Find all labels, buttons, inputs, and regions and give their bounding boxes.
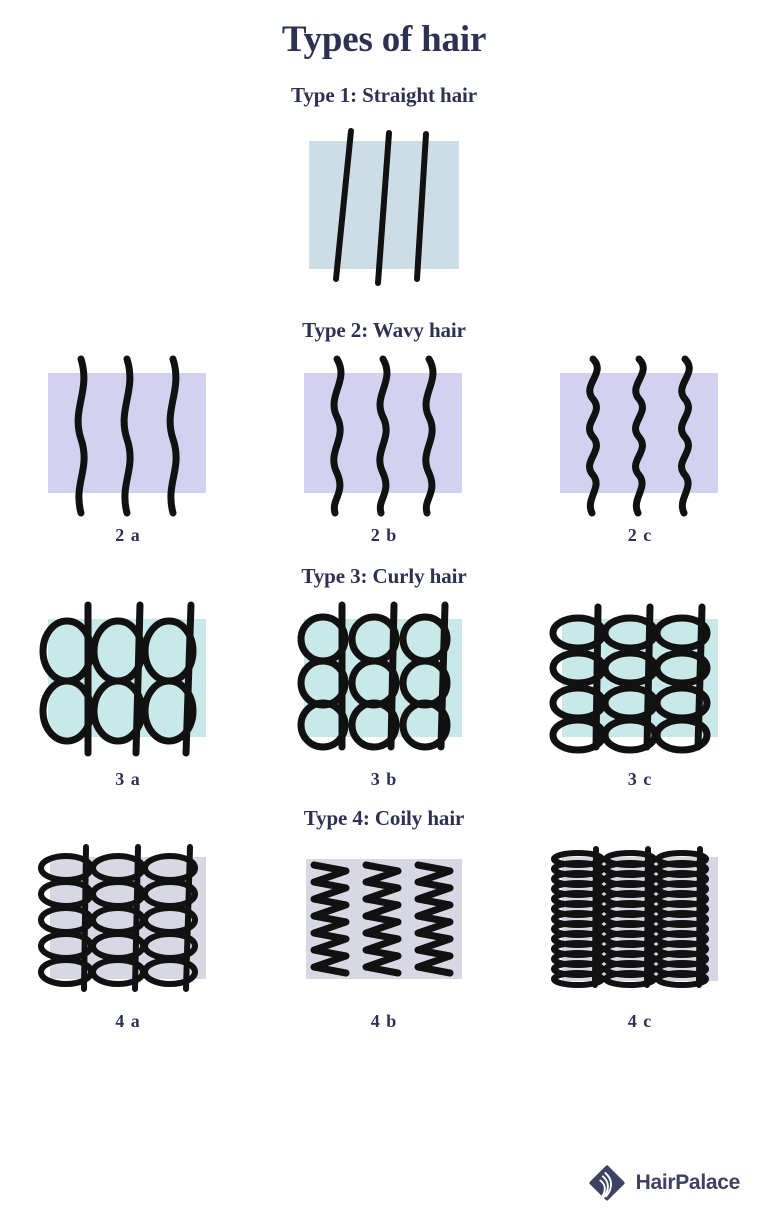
- figure-caption-2b: 2 b: [370, 525, 398, 545]
- curly-hair-svg-3c: [549, 603, 718, 754]
- section-heading-type-4: Type 4: Coily hair: [303, 806, 465, 830]
- figure-caption-3a: 3 a: [115, 769, 141, 789]
- hair-illustration-4a: [28, 837, 228, 1007]
- strand: [678, 355, 693, 517]
- strand-group: [39, 601, 197, 757]
- figure-cell-4b: 4 b: [256, 837, 512, 1032]
- figure-cell-2c: 2 c: [512, 351, 768, 546]
- page-title: Types of hair: [281, 19, 487, 60]
- strand-group: [330, 355, 437, 517]
- figure-caption-2a: 2 a: [115, 525, 141, 545]
- hair-illustration-3a: [28, 595, 228, 765]
- swatch-bg: [304, 619, 462, 737]
- strand-group: [586, 355, 693, 517]
- hair-illustration-2b: [284, 351, 484, 521]
- coily-hair-svg-4c: [551, 846, 718, 988]
- strand-group: [310, 861, 454, 977]
- figure-cell-4c: 4 c: [512, 837, 768, 1032]
- hair-illustration-2c: [540, 351, 740, 521]
- strand: [74, 355, 88, 517]
- strand: [422, 355, 437, 517]
- figure-cell-3b: 3 b: [256, 595, 512, 790]
- curly-hair-svg-3a: [39, 601, 206, 757]
- wavy-hair-svg-2b: [304, 355, 462, 517]
- hairpalace-brand-text: HairPalace: [635, 1171, 741, 1194]
- strand: [655, 846, 709, 988]
- coily-hair-svg-4b: [306, 859, 462, 979]
- strand: [297, 601, 349, 751]
- section-heading-type-3: Type 3: Curly hair: [301, 564, 467, 588]
- strand: [653, 603, 711, 754]
- hair-illustration-4c: [540, 837, 740, 1007]
- figure-cell-2a: 2 a: [0, 351, 256, 546]
- strand-group: [333, 128, 429, 286]
- strand: [603, 846, 657, 988]
- strand: [333, 128, 354, 282]
- strand: [141, 601, 197, 757]
- figure-cell-2b: 2 b: [256, 351, 512, 546]
- strand-group: [549, 603, 711, 754]
- wavy-hair-svg-2c: [560, 355, 718, 517]
- strand: [375, 130, 392, 286]
- strand: [310, 861, 350, 977]
- section-type-1: Type 1: Straight hair: [0, 83, 768, 292]
- strand: [348, 601, 400, 751]
- strand: [166, 355, 180, 517]
- figure-caption-2c: 2 c: [627, 525, 653, 545]
- section-type-4: Type 4: Coily hair: [0, 806, 768, 1032]
- strand: [120, 355, 134, 517]
- hair-illustration-3b: [284, 595, 484, 765]
- footer-branding: HairPalace: [0, 1163, 768, 1203]
- hairpalace-diamond-icon: [589, 1165, 625, 1201]
- curly-hair-svg-3b: [297, 601, 462, 751]
- strand: [362, 861, 402, 977]
- strand-group: [297, 601, 451, 751]
- strand: [330, 355, 345, 517]
- section-heading-type-2: Type 2: Wavy hair: [302, 318, 466, 342]
- figure-caption-4b: 4 b: [370, 1011, 398, 1031]
- hair-illustration-type-1: [284, 122, 484, 292]
- strand-group: [38, 844, 198, 992]
- figure-row-type-1: [0, 122, 768, 292]
- strand-group: [74, 355, 180, 517]
- figure-row-type-2: 2 a 2 b: [0, 351, 768, 546]
- wavy-hair-svg-2a: [48, 355, 206, 517]
- coily-hair-svg-4a: [38, 844, 206, 992]
- figure-cell-type-1a: [256, 122, 512, 292]
- figure-caption-4a: 4 a: [115, 1011, 141, 1031]
- figure-caption-3b: 3 b: [370, 769, 398, 789]
- strand: [586, 355, 601, 517]
- figure-row-type-3: 3 a: [0, 595, 768, 790]
- figure-cell-3a: 3 a: [0, 595, 256, 790]
- strand: [632, 355, 647, 517]
- section-type-2: Type 2: Wavy hair 2 a: [0, 318, 768, 546]
- figure-caption-3c: 3 c: [627, 769, 653, 789]
- strand: [142, 844, 198, 992]
- strand: [414, 861, 454, 977]
- strand: [399, 601, 451, 751]
- section-heading-type-1: Type 1: Straight hair: [291, 83, 477, 107]
- hair-illustration-3c: [540, 595, 740, 765]
- strand-group: [551, 846, 709, 988]
- hair-illustration-4b: [284, 837, 484, 1007]
- figure-row-type-4: 4 a 4 b: [0, 837, 768, 1032]
- strand: [551, 846, 605, 988]
- figure-cell-4a: 4 a: [0, 837, 256, 1032]
- swatch-bg: [562, 857, 718, 981]
- figure-cell-3c: 3 c: [512, 595, 768, 790]
- section-type-3: Type 3: Curly hair: [0, 564, 768, 790]
- hair-illustration-2a: [28, 351, 228, 521]
- straight-hair-svg: [309, 128, 459, 286]
- figure-caption-4c: 4 c: [627, 1011, 653, 1031]
- strand: [376, 355, 391, 517]
- strand: [414, 131, 429, 282]
